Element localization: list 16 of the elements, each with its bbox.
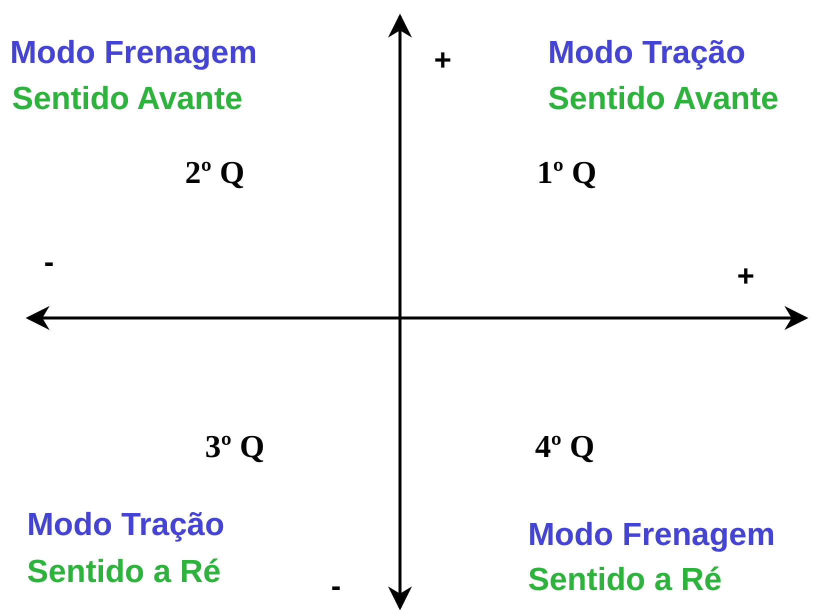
quadrant-label: 4º Q	[535, 430, 594, 462]
quadrant-label: 1º Q	[537, 156, 596, 188]
mode-label: Modo Frenagem	[10, 36, 258, 68]
direction-label: Sentido a Ré	[27, 555, 221, 587]
quadrant-label: 2º Q	[185, 156, 244, 188]
plus-sign: +	[434, 46, 452, 76]
mode-label: Modo Frenagem	[528, 518, 776, 550]
mode-label: Modo Tração	[548, 36, 746, 68]
direction-label: Sentido Avante	[12, 82, 243, 114]
plus-sign: +	[737, 262, 755, 292]
direction-label: Sentido Avante	[548, 82, 779, 114]
quadrant-label: 3º Q	[205, 430, 264, 462]
direction-label: Sentido a Ré	[528, 563, 722, 595]
mode-label: Modo Tração	[27, 508, 224, 540]
minus-sign: -	[331, 572, 341, 602]
minus-sign: -	[44, 248, 54, 278]
